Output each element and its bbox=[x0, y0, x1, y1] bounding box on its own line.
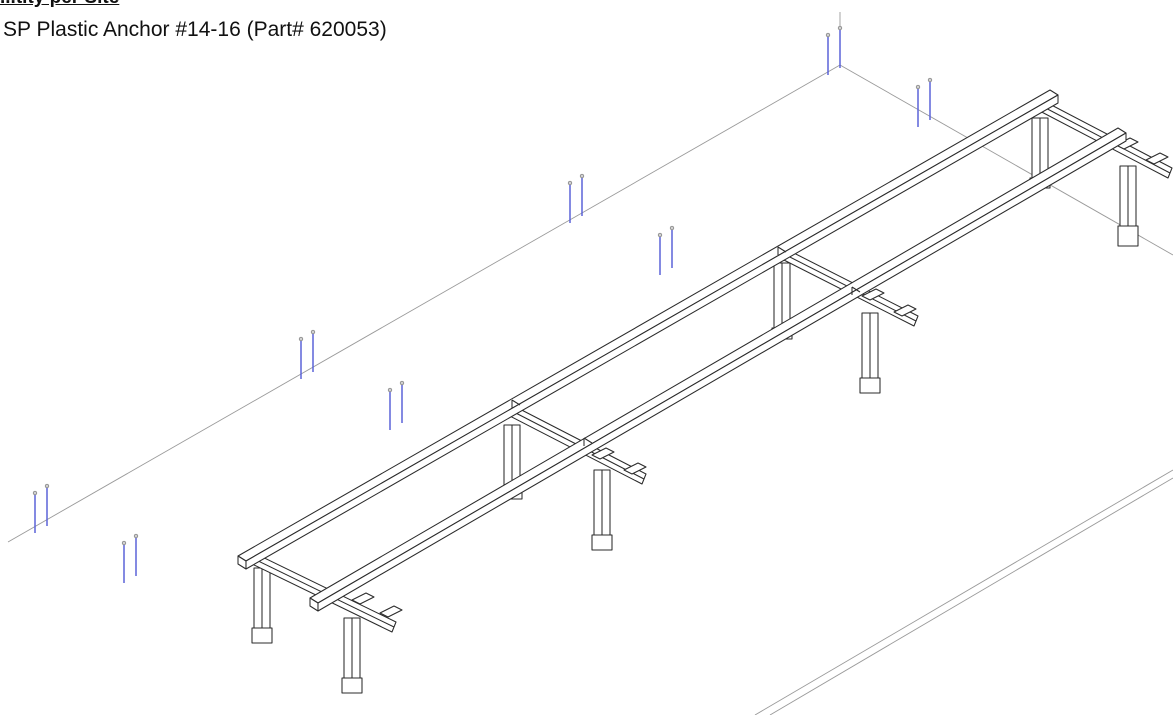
quantity-per-site-heading: ...tity per Site bbox=[0, 0, 119, 9]
rear-rail bbox=[237, 89, 1059, 570]
site-boundary-line-left bbox=[7, 64, 841, 543]
part-description: SP Plastic Anchor #14-16 (Part# 620053) bbox=[3, 18, 387, 41]
site-boundary-line-top bbox=[839, 64, 1173, 256]
frame-leg bbox=[591, 469, 613, 551]
frame-leg bbox=[251, 567, 273, 644]
anchor-pair bbox=[657, 225, 675, 275]
anchor-pair bbox=[32, 483, 50, 533]
anchor-pair bbox=[387, 380, 405, 430]
anchor-pair bbox=[915, 77, 933, 127]
anchor-pair bbox=[121, 533, 139, 583]
frame-leg bbox=[1117, 165, 1139, 247]
anchor-pairs bbox=[32, 25, 933, 583]
front-rail bbox=[309, 127, 1127, 612]
frame-leg bbox=[341, 617, 363, 694]
frame-legs bbox=[251, 117, 1139, 694]
site-reference-lines bbox=[7, 12, 1173, 715]
anchor-pair bbox=[825, 25, 843, 75]
cross-members bbox=[247, 97, 1173, 633]
site-boundary-line-near-b bbox=[769, 477, 1173, 715]
main-rails bbox=[237, 89, 1127, 612]
frame-leg bbox=[859, 312, 881, 394]
anchor-pair bbox=[298, 329, 316, 379]
site-boundary-line-near-a bbox=[754, 469, 1173, 715]
anchor-pair bbox=[567, 173, 585, 223]
